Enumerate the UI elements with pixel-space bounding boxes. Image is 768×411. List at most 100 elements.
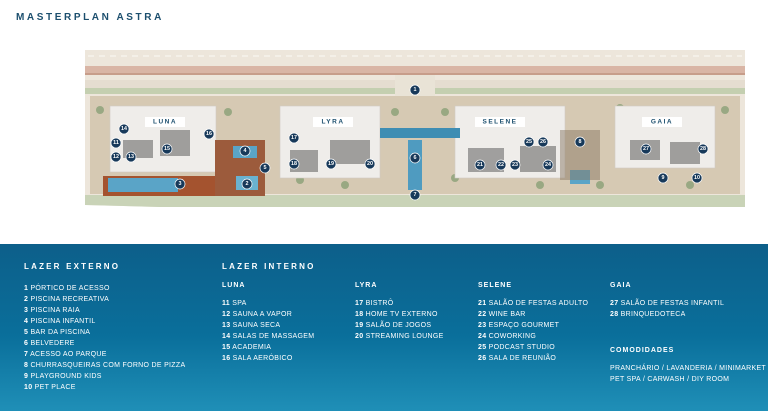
- legend-luna-item-number: 11: [222, 300, 230, 307]
- legend-selene-item: 24 COWORKING: [478, 331, 588, 342]
- legend-comodidades-line: PET SPA / CARWASH / DIY ROOM: [610, 376, 730, 383]
- map-marker-1[interactable]: 1: [409, 84, 421, 96]
- legend-externo-item: 7 ACESSO AO PARQUE: [24, 349, 185, 360]
- map-marker-11[interactable]: 11: [110, 137, 122, 149]
- legend-lyra-item-label: SALÃO DE JOGOS: [365, 322, 432, 329]
- svg-text:6: 6: [414, 155, 417, 161]
- legend-externo-item-label: BELVEDERE: [30, 340, 75, 347]
- legend-luna-item-number: 14: [222, 333, 231, 340]
- legend-selene-item-number: 21: [478, 300, 487, 307]
- svg-text:23: 23: [512, 162, 518, 168]
- legend-externo-item-number: 4: [24, 318, 29, 325]
- building-label-lyra: LYRA: [321, 119, 344, 126]
- legend-gaia-item-number: 27: [610, 300, 619, 307]
- legend-externo-item-label: PÓRTICO DE ACESSO: [30, 285, 110, 292]
- svg-text:11: 11: [113, 140, 119, 146]
- svg-text:2: 2: [246, 181, 249, 187]
- map-marker-13[interactable]: 13: [125, 151, 137, 163]
- map-marker-26[interactable]: 26: [537, 136, 549, 148]
- building-label-luna: LUNA: [153, 119, 177, 126]
- map-marker-22[interactable]: 22: [495, 159, 507, 171]
- map-marker-24[interactable]: 24: [542, 159, 554, 171]
- legend-externo-item-number: 2: [24, 296, 29, 303]
- map-marker-3[interactable]: 3: [174, 178, 186, 190]
- map-marker-4[interactable]: 4: [239, 145, 251, 157]
- legend-externo-item: 10 PET PLACE: [24, 382, 185, 393]
- legend-luna-item-label: SAUNA A VAPOR: [232, 311, 293, 318]
- legend-gaia-item-number: 28: [610, 311, 619, 318]
- legend-selene-item-label: ESPAÇO GOURMET: [488, 322, 560, 329]
- map-marker-23[interactable]: 23: [509, 159, 521, 171]
- legend-externo-item-label: BAR DA PISCINA: [30, 329, 91, 336]
- legend-selene-item: 25 PODCAST STUDIO: [478, 342, 588, 353]
- svg-text:26: 26: [540, 139, 546, 145]
- legend-selene-item-label: COWORKING: [488, 333, 537, 340]
- legend-luna-item: 14 SALAS DE MASSAGEM: [222, 331, 314, 342]
- map-marker-25[interactable]: 25: [523, 136, 535, 148]
- svg-text:25: 25: [526, 139, 532, 145]
- map-marker-16[interactable]: 16: [203, 128, 215, 140]
- legend-selene-item-label: PODCAST STUDIO: [488, 344, 555, 351]
- map-marker-20[interactable]: 20: [364, 158, 376, 170]
- legend-selene-item: 23 ESPAÇO GOURMET: [478, 320, 588, 331]
- map-marker-9[interactable]: 9: [657, 172, 669, 184]
- legend-externo-item: 2 PISCINA RECREATIVA: [24, 294, 185, 305]
- map-marker-14[interactable]: 14: [118, 123, 130, 135]
- map-marker-17[interactable]: 17: [288, 132, 300, 144]
- svg-text:22: 22: [498, 162, 504, 168]
- map-marker-12[interactable]: 12: [110, 151, 122, 163]
- svg-text:5: 5: [264, 165, 267, 171]
- map-marker-21[interactable]: 21: [474, 159, 486, 171]
- legend-externo-item: 9 PLAYGROUND KIDS: [24, 371, 185, 382]
- legend-gaia-item-label: BRINQUEDOTECA: [620, 311, 686, 318]
- map-marker-15[interactable]: 15: [161, 143, 173, 155]
- legend-luna-item-number: 12: [222, 311, 231, 318]
- map-marker-18[interactable]: 18: [288, 158, 300, 170]
- map-marker-6[interactable]: 6: [409, 152, 421, 164]
- svg-text:24: 24: [545, 162, 551, 168]
- map-marker-5[interactable]: 5: [259, 162, 271, 174]
- map-marker-8[interactable]: 8: [574, 136, 586, 148]
- legend-lyra-item-number: 18: [355, 311, 364, 318]
- legend-selene-item-label: SALA DE REUNIÃO: [488, 355, 557, 362]
- legend-externo-item-number: 10: [24, 384, 33, 391]
- map-marker-28[interactable]: 28: [697, 143, 709, 155]
- map-marker-19[interactable]: 19: [325, 158, 337, 170]
- map-marker-27[interactable]: 27: [640, 143, 652, 155]
- legend-lyra-item-label: BISTRÔ: [365, 300, 394, 307]
- legend-selene-item-label: WINE BAR: [488, 311, 526, 318]
- map-marker-7[interactable]: 7: [409, 189, 421, 201]
- legend-externo-item-number: 8: [24, 362, 29, 369]
- legend-comodidades-line: PRANCHÁRIO / LAVANDERIA / MINIMARKET: [610, 365, 767, 372]
- legend-selene-item-number: 22: [478, 311, 487, 318]
- map-marker-2[interactable]: 2: [241, 178, 253, 190]
- legend-externo-item: 5 BAR DA PISCINA: [24, 327, 185, 338]
- svg-text:9: 9: [662, 175, 665, 181]
- legend-luna-item-label: SALAS DE MASSAGEM: [232, 333, 315, 340]
- legend-selene-item-number: 25: [478, 344, 487, 351]
- legend-lyra-item: 19 SALÃO DE JOGOS: [355, 320, 444, 331]
- map-marker-10[interactable]: 10: [691, 172, 703, 184]
- svg-text:28: 28: [700, 146, 706, 152]
- legend-externo-item-number: 1: [24, 285, 29, 292]
- legend-luna-item-label: SAUNA SECA: [232, 322, 281, 329]
- legend-comodidades-title: COMODIDADES: [610, 347, 675, 354]
- legend-lyra-item-number: 17: [355, 300, 364, 307]
- legend-luna-item: 13 SAUNA SECA: [222, 320, 314, 331]
- svg-text:17: 17: [291, 135, 297, 141]
- building-label-selene: SELENE: [482, 119, 517, 126]
- legend-luna-title: LUNA: [222, 282, 246, 289]
- legend-externo-item: 1 PÓRTICO DE ACESSO: [24, 283, 185, 294]
- svg-text:8: 8: [579, 139, 582, 145]
- masterplan-map: LUNA LYRA SELENE GAIA 1 2 3 4 5 6 7 8 9 …: [85, 50, 745, 207]
- legend-lyra-item-label: HOME TV EXTERNO: [365, 311, 438, 318]
- legend-lyra-title: LYRA: [355, 282, 378, 289]
- legend-lyra-item-number: 20: [355, 333, 364, 340]
- page-title: MASTERPLAN ASTRA: [16, 12, 164, 23]
